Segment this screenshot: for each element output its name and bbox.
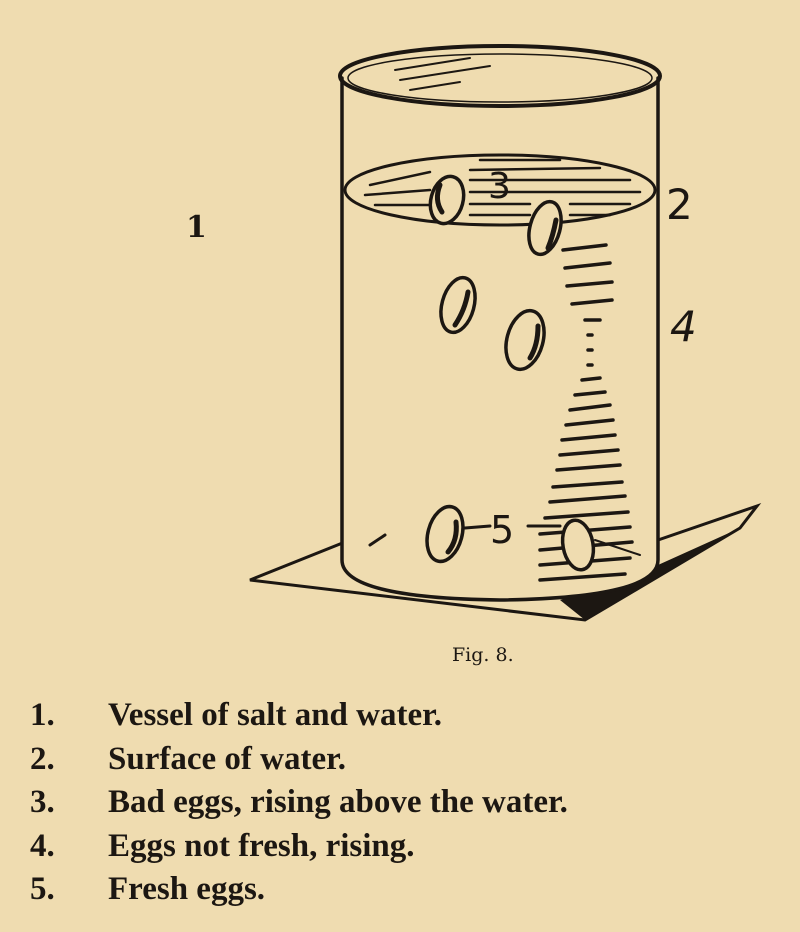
legend-item: 5. Fresh eggs. (30, 868, 568, 912)
legend-text: Vessel of salt and water. (108, 697, 442, 734)
legend-number: 1. (30, 697, 55, 734)
legend-list: 1. Vessel of salt and water. 2. Surface of… (30, 694, 568, 912)
legend-number: 3. (30, 784, 55, 821)
legend-text: Bad eggs, rising above the water. (108, 784, 568, 821)
label-surface: 2 (666, 180, 693, 229)
legend-number: 5. (30, 871, 55, 908)
legend-text: Eggs not fresh, rising. (108, 827, 415, 864)
legend-item: 2. Surface of water. (30, 738, 568, 782)
figure-caption: Fig. 8. (452, 644, 514, 666)
glass-rim (338, 44, 662, 108)
egg-fresh-2 (560, 518, 596, 572)
legend-number: 2. (30, 740, 55, 777)
label-not-fresh: 4 (670, 302, 697, 351)
legend-number: 4. (30, 827, 55, 864)
label-bad-eggs: 3 (488, 166, 511, 207)
label-fresh-eggs: 5 (490, 508, 515, 552)
legend-text: Surface of water. (108, 740, 346, 777)
legend-item: 3. Bad eggs, rising above the water. (30, 781, 568, 825)
legend-item: 1. Vessel of salt and water. (30, 694, 568, 738)
water-surface (343, 153, 657, 227)
legend-text: Fresh eggs. (108, 871, 266, 908)
label-vessel: 1 (186, 210, 207, 245)
legend-item: 4. Eggs not fresh, rising. (30, 825, 568, 869)
